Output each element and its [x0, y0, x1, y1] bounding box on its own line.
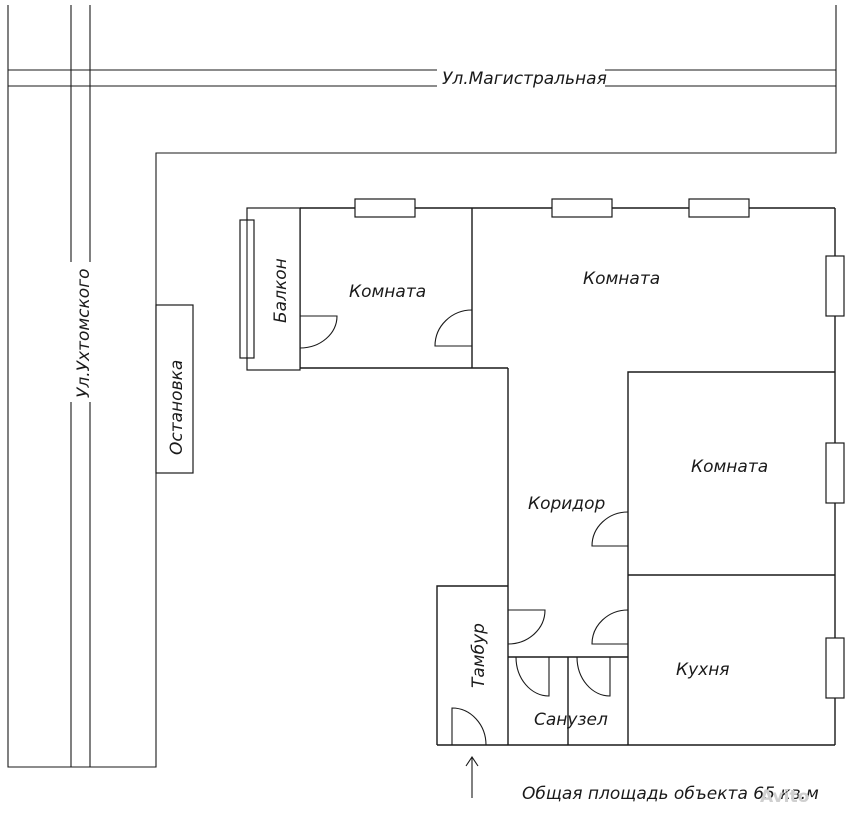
kitchen-label: Кухня — [676, 660, 730, 680]
side-street-label: Ул.Ухтомского — [74, 268, 94, 398]
total-area-caption: Общая площадь объекта 65 кв.м — [522, 784, 819, 804]
vestibule-label: Тамбур — [469, 623, 489, 688]
avito-watermark: Avito — [760, 787, 809, 807]
room-small-label: Комната — [349, 282, 426, 302]
door-swings — [299, 309, 629, 746]
room-balcony-label: Балкон — [271, 258, 291, 323]
bus-stop-label: Остановка — [167, 360, 187, 455]
main-street-label-bg — [437, 64, 605, 92]
balcony-box — [246, 207, 301, 371]
room-right-label: Комната — [691, 457, 768, 477]
bathroom-label: Санузел — [534, 710, 608, 730]
room-large-label: Комната — [583, 269, 660, 289]
main-street-label: Ул.Магистральная — [442, 69, 607, 89]
windows — [354, 198, 845, 699]
streets-outline — [7, 5, 837, 768]
entrance-arrow — [465, 756, 479, 798]
corridor-label: Коридор — [528, 494, 605, 514]
side-street-label-bg — [64, 262, 98, 402]
bus-stop-box — [155, 304, 194, 474]
